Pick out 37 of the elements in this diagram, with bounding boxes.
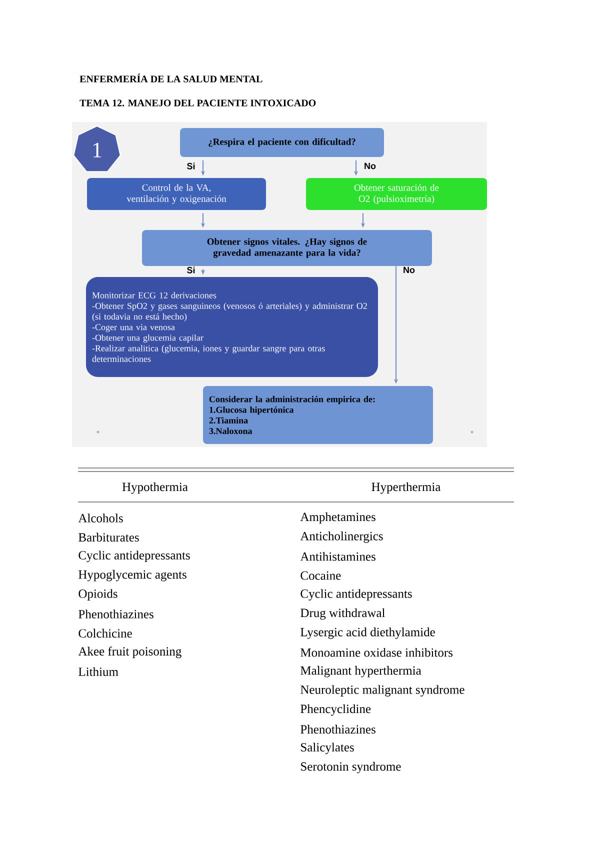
- table-cell: Phenothiazines: [78, 610, 154, 618]
- edge-label: No: [404, 266, 415, 274]
- edge-label: Si: [187, 266, 195, 274]
- process-box: Considerar la administración empirica de: 1.Glucosa hipertónica 2.Tiamina 3.Naloxona: [203, 386, 433, 444]
- table-cell: Barbiturates: [78, 532, 139, 542]
- table-cell: Cocaine: [300, 571, 341, 580]
- table-cell: Alcohols: [78, 514, 123, 522]
- question-box: ¿Respira el paciente con dificultad?: [180, 128, 384, 157]
- table-cell: Cyclic antidepressants: [78, 550, 190, 562]
- edge-label: No: [364, 162, 376, 170]
- process-box: Monitorizar ECG 12 derivaciones -Obtener SpO2 y gases sanguineos (venosos ó arteriales) y administrar O2 (si todavia no está hecho) -Coger una via venosa -Obtener una glucemia capilar -Realizar analitica (glucemia, iones y guardar sangre para otras determinaciones: [86, 277, 378, 377]
- table-cell: Salicylates: [301, 742, 354, 754]
- page-subtitle: TEMA 12. MANEJO DEL PACIENTE INTOXICADO: [80, 100, 316, 106]
- column-header: Hyperthermia: [372, 482, 441, 494]
- table-cell: Anticholinergics: [300, 532, 383, 543]
- process-box: Control de la VA, ventilación y oxigenación: [87, 178, 266, 210]
- table-cell: Phenothiazines: [300, 724, 376, 734]
- table-cell: Monoamine oxidase inhibitors: [300, 648, 453, 657]
- table-cell: Cyclic antidepressants: [300, 589, 412, 600]
- question-box: Obtener signos vitales. ¿Hay signos de gravedad amenazante para la vida?: [142, 230, 432, 266]
- edge-label: Si: [187, 162, 195, 170]
- table-cell: Antihistamines: [300, 552, 376, 561]
- table-cell: Malignant hyperthermia: [300, 666, 422, 678]
- table-cell: Phencyclidine: [300, 704, 371, 716]
- process-box: Obtener saturación de O2 (pulsioximetría): [306, 178, 487, 210]
- page-title: ENFERMERÍA DE LA SALUD MENTAL: [80, 74, 262, 82]
- table-cell: Neuroleptic malignant syndrome: [300, 685, 464, 696]
- table-cell: Opioids: [78, 589, 118, 600]
- table-cell: Drug withdrawal: [300, 608, 385, 620]
- table-cell: Lysergic acid diethylamide: [300, 628, 435, 639]
- table-cell: Akee fruit poisoning: [78, 646, 182, 658]
- table-cell: Amphetamines: [300, 512, 376, 524]
- table-cell: Lithium: [78, 667, 118, 676]
- table-cell: Colchicine: [78, 628, 132, 638]
- column-header: Hypothermia: [122, 482, 188, 494]
- table-cell: Hypoglycemic agents: [78, 570, 186, 582]
- table-cell: Serotonin syndrome: [301, 762, 401, 774]
